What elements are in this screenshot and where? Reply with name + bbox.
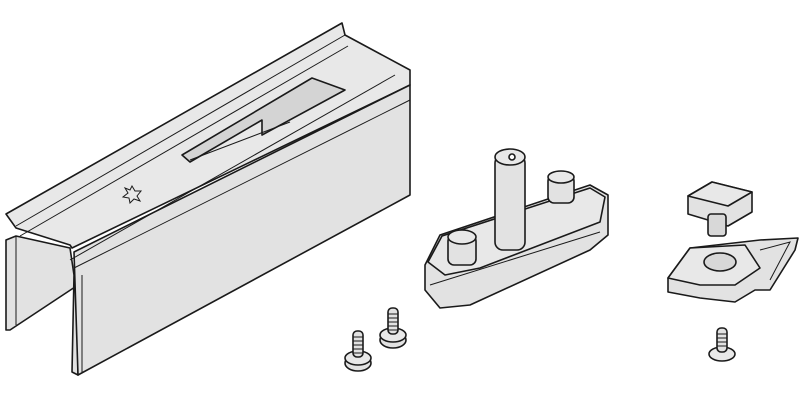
roller-carriage [424,148,609,309]
rail-profile [5,22,411,376]
star-mark-icon [121,184,143,205]
screw [379,307,407,349]
clip-cap [687,181,753,237]
end-stop-bracket [667,237,799,303]
screw [708,327,736,362]
screw [344,330,372,372]
